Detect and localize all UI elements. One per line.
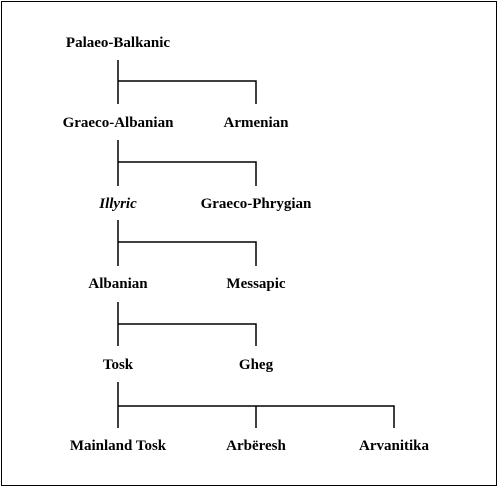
node-gheg: Gheg — [238, 357, 274, 373]
node-armenian: Armenian — [223, 115, 289, 131]
connector-tosk — [117, 382, 395, 428]
connector-illyric — [117, 220, 257, 266]
node-graeco-phrygian: Graeco-Phrygian — [200, 196, 312, 212]
connector-graeco-albanian — [117, 140, 257, 186]
node-arberesh: Arbëresh — [226, 438, 286, 454]
node-tosk: Tosk — [102, 357, 134, 373]
node-palaeo-balkanic: Palaeo-Balkanic — [65, 35, 171, 51]
node-albanian: Albanian — [88, 276, 148, 292]
connector-palaeo-balkanic — [117, 60, 257, 104]
connector-albanian — [117, 302, 257, 346]
node-graeco-albanian: Graeco-Albanian — [62, 115, 174, 131]
node-messapic: Messapic — [226, 276, 286, 292]
node-arvanitika: Arvanitika — [358, 438, 430, 454]
node-mainland-tosk: Mainland Tosk — [69, 438, 167, 454]
node-illyric: Illyric — [99, 196, 137, 212]
